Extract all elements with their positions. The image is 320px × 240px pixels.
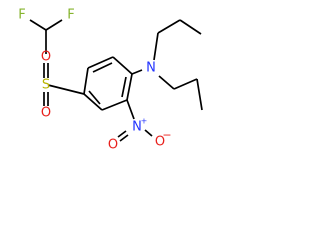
- bond-carbon-to-f1: [29, 19, 47, 31]
- chemical-structure: F F S O O N N + O O −: [18, 8, 203, 153]
- nitro-o-negative-charge: −: [162, 129, 171, 142]
- bond-ring-to-sulfur: [47, 84, 85, 95]
- benzene-ring: [83, 56, 133, 111]
- atom-label-nitro-n: N: [132, 120, 142, 135]
- bond-n-to-propyl2-c1: [158, 75, 175, 90]
- atom-label-amine-n: N: [146, 61, 156, 76]
- atom-label-sulfonyl-o-top: O: [41, 50, 51, 65]
- atom-label-f2: F: [67, 8, 74, 23]
- bond-propyl2-c1-c2: [173, 78, 198, 90]
- sulfonyl-group: [43, 30, 85, 106]
- ring-bond-c3-c4: [126, 73, 133, 101]
- difluoromethyl-group: [29, 19, 63, 31]
- bond-n-to-propyl1-c1: [153, 32, 159, 61]
- ring-bond-c1-c2: [87, 56, 114, 69]
- ring-inner-double-bond-3: [88, 90, 101, 105]
- ring-bond-c2-c3: [112, 56, 133, 75]
- bond-propyl2-c2-c3: [196, 78, 203, 111]
- atom-label-f1: F: [18, 8, 25, 23]
- nitro-n-positive-charge: +: [141, 117, 148, 126]
- nitro-group: [117, 99, 153, 142]
- ring-inner-double-bond-2: [121, 76, 127, 98]
- atom-label-sulfur: S: [42, 78, 50, 93]
- ring-bond-c6-c1: [83, 67, 89, 95]
- ring-bond-c4-c5: [101, 99, 128, 111]
- atom-label-nitro-o-single: O: [155, 135, 165, 150]
- atom-label-nitro-o-double: O: [108, 138, 118, 153]
- bond-nitro-n-to-o-double-a: [117, 130, 127, 138]
- bond-nitro-n-to-o-single: [144, 129, 153, 137]
- bond-propyl1-c2-c3: [179, 19, 202, 35]
- bond-propyl1-c1-c2: [157, 19, 181, 34]
- bond-ring-to-nitro-n: [126, 99, 135, 120]
- dipropylamino-group: [131, 19, 203, 111]
- ring-bond-c5-c6: [83, 93, 103, 111]
- bond-nitro-n-to-o-double-b: [119, 134, 129, 142]
- bond-ring-to-amine-n: [131, 69, 143, 75]
- ring-inner-double-bond-1: [92, 62, 113, 73]
- bond-carbon-to-f2: [45, 19, 63, 31]
- atom-label-sulfonyl-o-bottom: O: [41, 106, 51, 121]
